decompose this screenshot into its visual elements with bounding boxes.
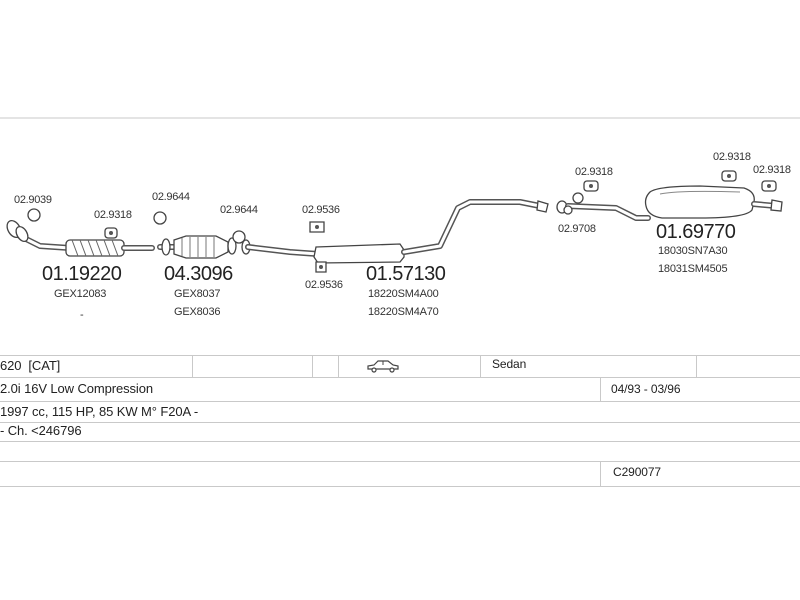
chassis-cell: - Ch. <246796 [0, 423, 82, 438]
dash-mark: - [80, 309, 84, 321]
rubber-mount-icon [315, 261, 327, 273]
table-column-divider [696, 355, 697, 377]
specs-cell: 1997 cc, 115 HP, 85 KW M° F20A - [0, 404, 199, 419]
assembly-number: 01.19220 [42, 263, 122, 285]
table-divider [0, 355, 800, 356]
part-code-label: 02.9536 [305, 279, 343, 291]
part-code-label: 02.9318 [94, 209, 132, 221]
assembly-number: 01.69770 [656, 221, 736, 243]
rubber-mount-icon [761, 180, 777, 192]
table-column-divider [338, 355, 339, 377]
table-column-divider [192, 355, 193, 377]
sedan-car-icon [367, 360, 399, 373]
clamp-icon [563, 192, 584, 215]
catalytic-converter-part [157, 235, 237, 259]
part-code-label: 02.9644 [220, 204, 258, 216]
assembly-ref: GEX8036 [174, 306, 220, 318]
front-pipe-part [6, 219, 155, 257]
body-type-cell: Sedan [492, 357, 527, 371]
table-divider [0, 486, 800, 487]
table-divider [0, 461, 800, 462]
table-divider [0, 401, 800, 402]
rubber-mount-icon [309, 221, 325, 233]
table-column-divider [600, 461, 601, 486]
assembly-ref: GEX8037 [174, 288, 220, 300]
table-column-divider [480, 355, 481, 377]
table-column-divider [312, 355, 313, 377]
part-code-label: 02.9039 [14, 194, 52, 206]
assembly-ref: 18220SM4A70 [368, 306, 439, 318]
table-column-divider [600, 377, 601, 401]
assembly-ref: 18030SN7A30 [658, 245, 727, 257]
table-divider [0, 422, 800, 423]
assembly-ref: GEX12083 [54, 288, 106, 300]
table-divider [0, 377, 800, 378]
part-code-label: 02.9708 [558, 223, 596, 235]
dates-cell: 04/93 - 03/96 [611, 382, 681, 396]
gasket-ring-icon [153, 211, 167, 225]
assembly-ref: 18031SM4505 [658, 263, 727, 275]
assembly-number: 01.57130 [366, 263, 446, 285]
engine-cell: 2.0i 16V Low Compression [0, 381, 153, 396]
rubber-mount-icon [104, 227, 118, 239]
part-code-label: 02.9318 [713, 151, 751, 163]
assembly-ref: 18220SM4A00 [368, 288, 439, 300]
gasket-ring-icon [27, 208, 41, 222]
table-divider [0, 441, 800, 442]
rubber-mount-icon [721, 170, 737, 182]
model-cell: 620 [CAT] [0, 358, 61, 373]
assembly-number: 04.3096 [164, 263, 233, 285]
middle-silencer-part [241, 199, 549, 264]
rubber-mount-icon [583, 180, 599, 192]
part-code-label: 02.9644 [152, 191, 190, 203]
part-code-label: 02.9536 [302, 204, 340, 216]
part-code-label: 02.9318 [575, 166, 613, 178]
catalog-code-cell: C290077 [613, 465, 662, 479]
part-code-label: 02.9318 [753, 164, 791, 176]
gasket-ring-icon [232, 230, 246, 244]
